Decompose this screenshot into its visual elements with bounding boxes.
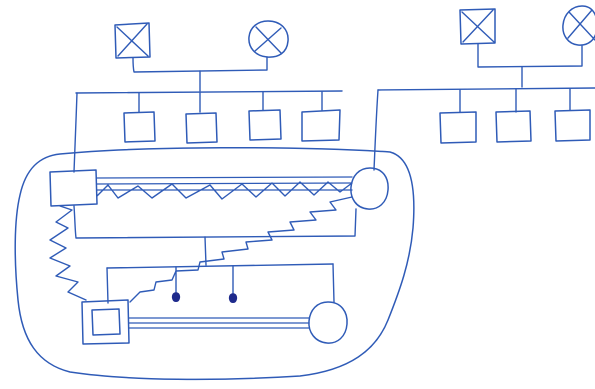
sibling-left-3: [248, 109, 282, 141]
sibling-left-4: [301, 109, 341, 142]
sibling-left-1: [123, 111, 156, 143]
children-sibship-line: [106, 263, 334, 269]
sibship-line-right: [377, 87, 595, 91]
sibling-right-2: [495, 110, 532, 143]
sibling-left-2: [185, 112, 218, 144]
grandmother-right: [562, 5, 595, 46]
index-person: [81, 299, 130, 345]
sibling-right-3: [554, 109, 591, 142]
household-boundary: [14, 146, 415, 381]
sibship-line-left: [75, 90, 343, 94]
grandfather-left: [114, 22, 151, 59]
grandmother-left: [248, 20, 289, 58]
marriage-line-grandparents-left: [132, 56, 268, 73]
sibling-right-1: [439, 111, 477, 144]
grandfather-right: [459, 8, 496, 45]
conflict-zigzag-father-child: [49, 205, 87, 301]
close-relationship-lines-siblings: [128, 317, 310, 329]
children-descent-line: [73, 205, 357, 239]
drop-line-left-parent: [73, 92, 78, 173]
child-dot-1: [171, 292, 181, 302]
drop-line-right-parent: [373, 89, 379, 171]
conflict-zigzag-mother-child: [129, 196, 353, 303]
marriage-line-grandparents-right: [477, 43, 583, 68]
sister: [308, 301, 348, 344]
mother: [350, 167, 389, 210]
conflict-zigzag-parents: [96, 181, 353, 200]
child-dot-2: [228, 293, 238, 303]
father: [49, 169, 98, 207]
